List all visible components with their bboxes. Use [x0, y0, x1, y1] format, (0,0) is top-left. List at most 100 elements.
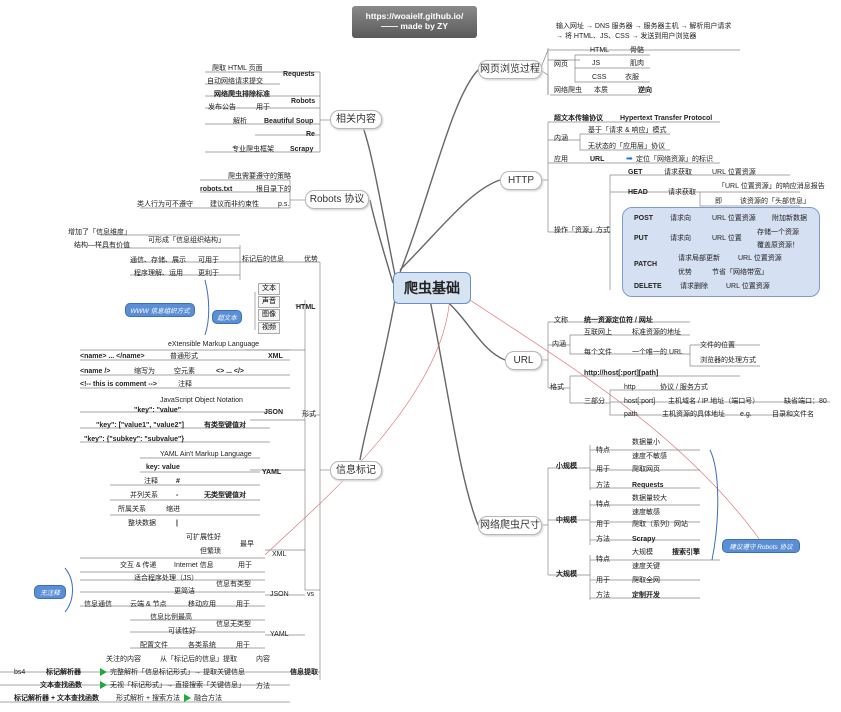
info-h-sound: 声音	[258, 296, 280, 308]
browse-crawler-mid: 本质	[594, 87, 608, 94]
info-b4: 程序理解、运用	[134, 270, 183, 277]
url-c2-mid: 一个唯一的 URL	[632, 349, 683, 356]
browse-css: CSS	[592, 74, 607, 81]
info-b1: 增加了「信息维度」	[68, 229, 131, 236]
hypertext-tag[interactable]: 超文本	[212, 310, 242, 324]
http-get-m: 请求获取	[664, 169, 692, 176]
browse-js: JS	[592, 60, 601, 67]
branch-size-line	[429, 299, 479, 526]
header-url[interactable]: https://woaielf.github.io/	[365, 11, 464, 21]
browse-crawler-v: 逆向	[638, 87, 652, 94]
http-get[interactable]: GET	[628, 169, 643, 176]
info-e-method: 方法	[256, 683, 270, 690]
info-vs-json: JSON	[270, 591, 289, 598]
size-s-method: 方法	[596, 482, 610, 489]
size-m-use-v: 爬取（系列）网站	[632, 521, 688, 528]
http-head-v1: 「URL 位置资源」的响应消息报告	[718, 183, 825, 190]
branch-url[interactable]: URL	[505, 351, 542, 370]
info-x2: <name />	[80, 368, 111, 375]
info-y1: key: value	[146, 464, 180, 471]
arrow-right-icon: ➡	[626, 154, 633, 163]
url-p3-eg: e.g.	[740, 411, 752, 418]
info-y5: 整块数据	[128, 520, 156, 527]
http-patch-adv: 优势	[678, 269, 692, 276]
related-r2: 自动网络请求提交	[207, 78, 263, 85]
related-requests: Requests	[283, 71, 315, 78]
url-p2-d: 缺省端口：80	[784, 398, 827, 405]
info-b3-v: 可用于	[198, 257, 219, 264]
size-mid: 中规模	[556, 517, 577, 524]
header-author: —— made by ZY	[380, 21, 449, 31]
info-xml-full: eXtensible Markup Language	[168, 341, 260, 348]
info-h-text: 文本	[258, 283, 280, 295]
info-x3: <!-- this is comment -->	[80, 381, 158, 388]
related-r1: 爬取 HTML 页面	[212, 65, 263, 72]
info-y-u: 配置文件	[140, 642, 168, 649]
branch-size[interactable]: 网络爬虫尺寸	[478, 516, 542, 535]
info-y2-s: #	[176, 478, 180, 485]
size-m-feat: 特点	[596, 501, 610, 508]
url-p1: http	[624, 384, 636, 391]
robots-note-tag[interactable]: 建议遵守 Robots 协议	[722, 539, 800, 553]
url-c2-v1: 文件的位置	[700, 342, 735, 349]
http-head[interactable]: HEAD	[628, 189, 648, 196]
branch-robots[interactable]: Robots 协议	[305, 190, 369, 209]
info-b4-v: 更利于	[198, 270, 219, 277]
branch-browse[interactable]: 网页浏览过程	[478, 60, 542, 79]
info-j-tag: 有类型键值对	[204, 422, 246, 429]
branch-related[interactable]: 相关内容	[330, 110, 382, 129]
url-fmt: 格式	[550, 384, 564, 391]
info-j-u-v: 用于	[236, 601, 250, 608]
info-y3-s: -	[176, 492, 179, 499]
related-bs: Beautiful Soup	[264, 118, 314, 125]
info-e-m2: 无视「标记形式」→ 直接搜索「关键信息」	[110, 682, 245, 689]
info-y5-s: |	[176, 520, 178, 527]
http-patch-m: 请求局部更新	[678, 255, 720, 262]
size-s-use-v: 爬取网页	[632, 466, 660, 473]
info-e-content: 内容	[256, 656, 270, 663]
info-y4-s: 缩进	[166, 506, 180, 513]
size-s-feat: 特点	[596, 447, 610, 454]
size-m-use: 用于	[596, 521, 610, 528]
size-m-method: 方法	[596, 536, 610, 543]
http-methods-group	[622, 207, 820, 297]
info-y-c: 信息无类型	[216, 621, 251, 628]
branch-info[interactable]: 信息标记	[330, 461, 382, 480]
http-put[interactable]: PUT	[634, 235, 648, 242]
size-s-m: Requests	[632, 482, 664, 489]
size-l-feat: 特点	[596, 556, 610, 563]
info-y-u-m: 各类系统	[188, 642, 216, 649]
info-vs-xml: XML	[272, 551, 287, 558]
http-patch-v: URL 位置资源	[738, 255, 782, 262]
http-head-mid: 即	[715, 198, 722, 205]
info-x-e1: 可扩展性好	[186, 534, 221, 541]
info-e-l1-v: 标记解析器	[46, 669, 81, 676]
related-re: Re	[306, 131, 315, 138]
info-e-m3: 融合方法	[194, 695, 222, 702]
http-delete-v: URL 位置资源	[726, 283, 770, 290]
http-delete[interactable]: DELETE	[634, 283, 662, 290]
browse-html-v: 骨骼	[630, 47, 644, 54]
info-x3-v: 注释	[178, 381, 192, 388]
size-m-m: Scrapy	[632, 536, 656, 543]
info-x-u-v: 用于	[238, 562, 252, 569]
info-json-full: JavaScript Object Notation	[160, 397, 243, 404]
robots-b: 类人行为可不遵守	[137, 201, 193, 208]
size-s-f1: 数据量小	[632, 439, 660, 446]
info-e-l3-v: 形式解析 + 搜索方法	[116, 695, 180, 702]
related-sc1: 专业爬虫框架	[232, 146, 274, 153]
info-y-u-v: 用于	[236, 642, 250, 649]
http-delete-m: 请求删除	[680, 283, 708, 290]
http-patch[interactable]: PATCH	[634, 261, 658, 268]
browse-step1: 输入网址 → DNS 服务器 → 服务器主机 → 解析用户请求	[556, 23, 732, 30]
www-tag[interactable]: WWW 信息组织方式	[125, 303, 195, 317]
info-j-u-m: 云端 & 节点	[130, 601, 167, 608]
branch-http[interactable]: HTTP	[500, 171, 542, 190]
info-json: JSON	[264, 409, 284, 416]
http-post[interactable]: POST	[634, 215, 654, 222]
related-bs1: 解析	[233, 118, 247, 125]
info-y-tag: 无类型键值对	[204, 492, 246, 499]
url-c2-v2: 浏览器的处理方式	[700, 357, 756, 364]
no-comment-tag[interactable]: 无注释	[34, 585, 66, 599]
